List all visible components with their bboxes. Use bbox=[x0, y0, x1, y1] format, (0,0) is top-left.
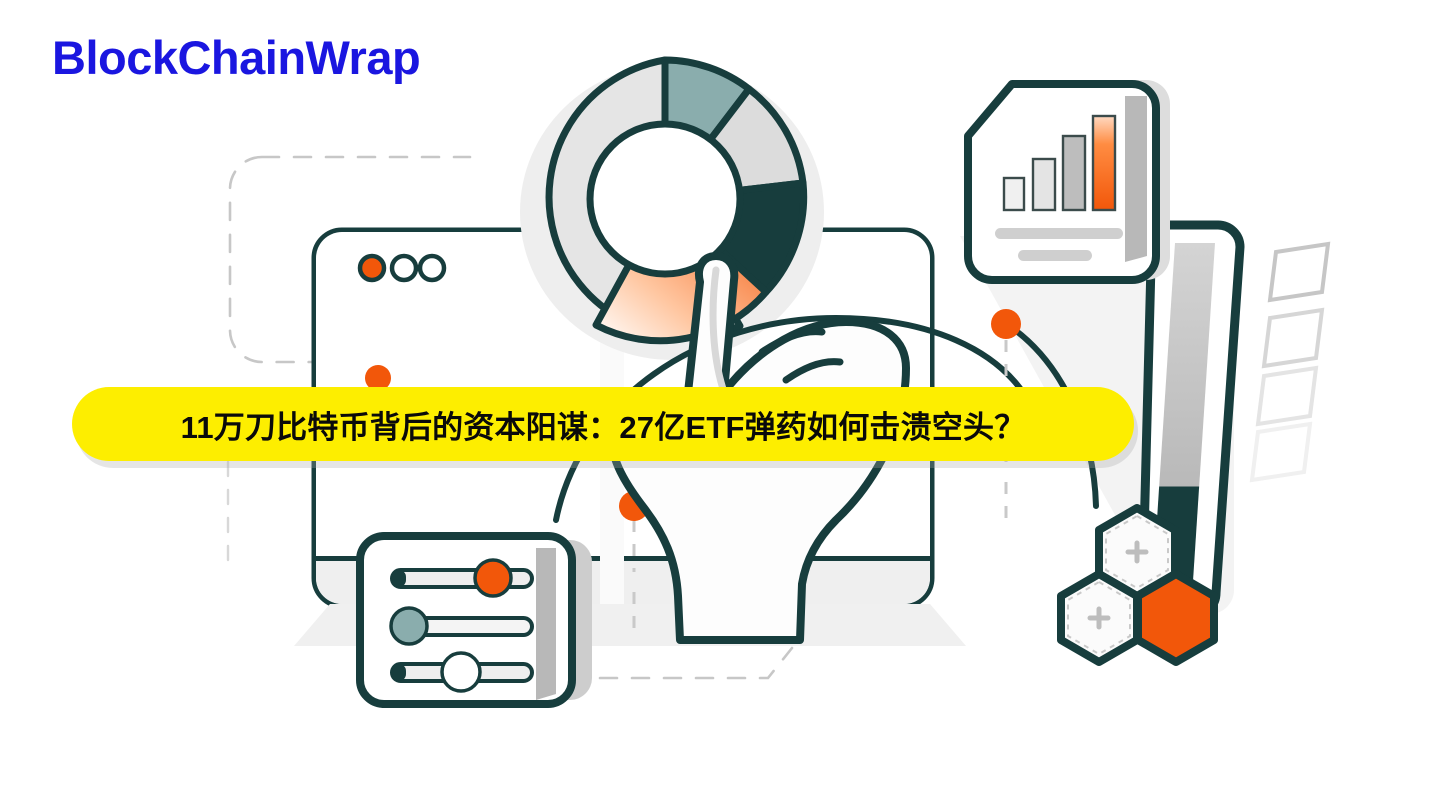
curve-point-small bbox=[365, 365, 391, 391]
window-dots[interactable] bbox=[357, 253, 447, 283]
hexagon-cluster[interactable] bbox=[1057, 504, 1218, 666]
dashed-ghost-frame-left bbox=[228, 155, 472, 364]
slider-orange[interactable] bbox=[390, 558, 534, 598]
slider-white[interactable] bbox=[390, 651, 534, 693]
donut-chart[interactable] bbox=[520, 56, 824, 360]
slider-card[interactable] bbox=[356, 532, 592, 708]
plus-icon bbox=[1087, 606, 1111, 630]
bar-4 bbox=[1091, 114, 1117, 212]
dot-green-icon bbox=[417, 253, 447, 283]
slider-orange-knob bbox=[473, 558, 513, 598]
headline-text: 11万刀比特币背后的资本阳谋：27亿ETF弹药如何击溃空头？ bbox=[180, 409, 1026, 445]
slider-teal[interactable] bbox=[389, 606, 534, 646]
headline-banner: 11万刀比特币背后的资本阳谋：27亿ETF弹药如何击溃空头？ bbox=[72, 387, 1134, 461]
dashed-ghost-frame-bottom bbox=[226, 398, 794, 680]
dot-yellow-icon bbox=[389, 253, 419, 283]
hexagon-add-left[interactable] bbox=[1057, 570, 1141, 666]
dot-red-icon bbox=[357, 253, 387, 283]
curve-point-right bbox=[991, 309, 1021, 339]
checkbox-stack bbox=[1249, 241, 1331, 483]
plus-icon bbox=[1125, 540, 1149, 564]
bar-1 bbox=[1002, 176, 1026, 212]
side-scrollbar-panel[interactable] bbox=[1137, 220, 1245, 620]
bar-chart-card[interactable] bbox=[964, 80, 1170, 284]
site-logo[interactable]: BlockChainWrap bbox=[52, 31, 421, 84]
slider-teal-knob bbox=[389, 606, 429, 646]
hexagon-active[interactable] bbox=[1134, 570, 1218, 666]
slider-white-knob bbox=[440, 651, 482, 693]
bar-2 bbox=[1031, 157, 1057, 212]
placeholder-line-2 bbox=[1018, 250, 1092, 261]
placeholder-line-1 bbox=[995, 228, 1123, 239]
donut-hole bbox=[586, 120, 744, 278]
bar-3 bbox=[1061, 134, 1087, 212]
